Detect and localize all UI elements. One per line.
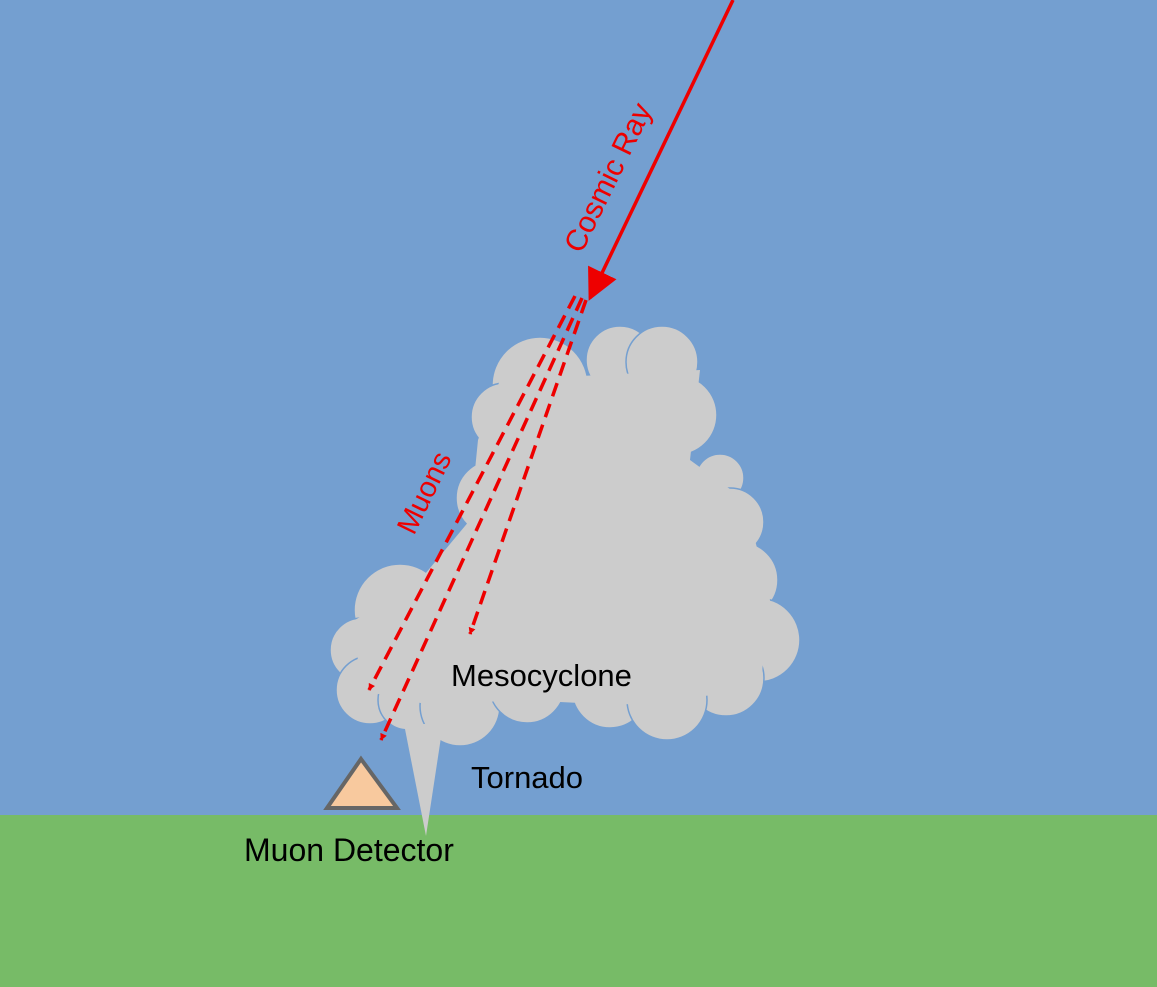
muon-arrow-2: [379, 297, 584, 741]
cloud-body: [355, 370, 770, 705]
muon-detector-label: Muon Detector: [244, 832, 454, 868]
muon-arrow-1: [367, 295, 577, 691]
tornado-funnel-icon: [404, 724, 443, 836]
muon-arrows: [367, 295, 588, 741]
ground: [0, 815, 1157, 987]
muon-arrow-3: [468, 299, 588, 635]
mesocyclone-label: Mesocyclone: [451, 658, 632, 693]
muon-detector-icon: [323, 755, 401, 810]
tornado-label: Tornado: [471, 760, 583, 795]
cosmic-ray-arrow: [588, 0, 735, 301]
